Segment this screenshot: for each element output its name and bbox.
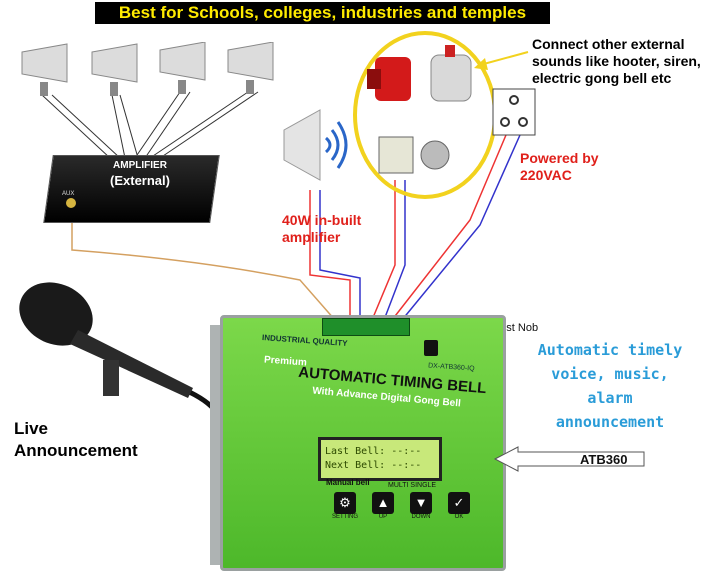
power-line1: Powered by — [520, 150, 599, 166]
power-line2: 220VAC — [520, 167, 572, 183]
aux-jack-icon — [66, 198, 76, 208]
setting-label: SETTING — [331, 514, 358, 520]
announcement-line3: alarm — [587, 389, 633, 407]
up-label: UP — [378, 514, 388, 520]
external-sounds-icons — [367, 45, 472, 174]
announcement-line2: voice, music, — [551, 365, 669, 383]
sound-adjust-knob[interactable] — [424, 340, 438, 356]
announcement-line4: announcement — [555, 413, 665, 431]
inbuilt-speaker-icon — [283, 109, 348, 181]
live-line1: Live — [14, 419, 49, 438]
ok-button[interactable]: ✓ — [448, 492, 470, 514]
control-buttons: ⚙ SETTING ▲ UP ▼ DOWN ✓ OK — [330, 492, 470, 520]
terminal-block — [322, 318, 410, 336]
power-socket-icon — [492, 88, 536, 136]
announcement-note: Automatic timely voice, music, alarm ann… — [512, 338, 708, 434]
lcd-line-next: Next Bell: --:-- — [325, 460, 422, 471]
multi-single-label: MULTI SINGLE — [388, 482, 437, 489]
down-control: ▼ DOWN — [406, 492, 436, 520]
down-label: DOWN — [411, 514, 431, 520]
amplifier-subtitle: (External) — [110, 173, 170, 188]
lcd-line-last: Last Bell: --:-- — [325, 446, 422, 457]
inbuilt-amp-note: 40W in-built amplifier — [282, 212, 361, 246]
banner-title: Best for Schools, colleges, industries a… — [95, 2, 550, 24]
device-callout-arrow — [494, 446, 645, 472]
up-control: ▲ UP — [368, 492, 398, 520]
setting-control: ⚙ SETTING — [330, 492, 360, 520]
ok-label: OK — [454, 514, 464, 520]
microphone-icon — [19, 282, 193, 398]
ok-control: ✓ OK — [444, 492, 474, 520]
up-button[interactable]: ▲ — [372, 492, 394, 514]
aux-label: AUX — [62, 191, 75, 197]
device-callout-label: ATB360 — [580, 452, 628, 467]
inbuilt-amp-line2: amplifier — [282, 229, 341, 245]
power-note: Powered by 220VAC — [520, 150, 599, 184]
live-line2: Announcement — [14, 441, 138, 460]
live-announcement-label: Live Announcement — [14, 418, 138, 462]
announcement-line1: Automatic timely — [537, 341, 683, 359]
external-sounds-note: Connect other external sounds like hoote… — [532, 36, 701, 86]
lcd-display: Last Bell: --:-- Next Bell: --:-- — [318, 437, 442, 481]
manual-bell-label: Manual bell — [326, 478, 370, 487]
horn-speakers — [21, 42, 274, 96]
setting-button[interactable]: ⚙ — [334, 492, 356, 514]
amplifier-title: AMPLIFIER — [113, 160, 167, 171]
inbuilt-amp-line1: 40W in-built — [282, 212, 362, 228]
down-button[interactable]: ▼ — [410, 492, 432, 514]
